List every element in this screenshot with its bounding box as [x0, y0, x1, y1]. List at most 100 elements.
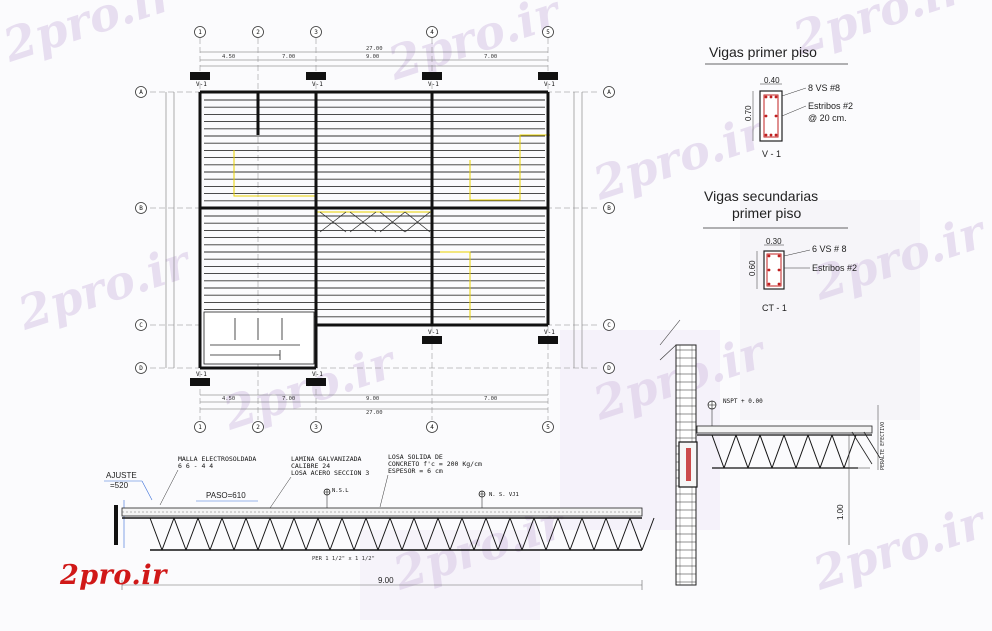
truss-diagonal	[293, 517, 307, 551]
truss-diagonal	[353, 517, 367, 551]
beam-ct1-tag: CT - 1	[762, 303, 787, 313]
column-caps	[190, 72, 558, 386]
dim-span: 7.00	[484, 54, 497, 60]
truss-diagonal	[473, 517, 487, 551]
beam-tags: V-1 V-1 V-1 V-1 V-1 V-1 V-1 V-1	[196, 81, 555, 378]
stirrup-shape	[766, 253, 782, 287]
dim-span: 7.00	[484, 396, 497, 402]
beam-ct1-height: 0.60	[748, 260, 757, 276]
truss-diagonal	[425, 517, 439, 551]
grid-label: C	[139, 322, 143, 329]
nspt-level: NSPT + 0.00	[723, 398, 763, 405]
truss-web	[149, 517, 655, 551]
mesh-label-1: MALLA ELECTROSOLDADA	[178, 455, 256, 463]
main-beams	[198, 90, 550, 370]
x-bracing	[319, 211, 431, 233]
beam-ct1-section	[763, 250, 785, 290]
truss-diagonal	[629, 517, 643, 551]
truss-diagonal	[795, 434, 809, 469]
detail-truss-web	[711, 434, 857, 469]
dim-total: 27.00	[366, 46, 383, 52]
detail-slab	[696, 425, 873, 434]
joist-lines	[204, 99, 545, 318]
floor-plan: 27.00 4.50 7.00 9.00 7.00 4.50 7.00 9.00…	[135, 26, 615, 433]
beam-ct1-bars: 6 VS # 8	[812, 244, 847, 254]
truss-diagonal	[605, 517, 619, 551]
truss-diagonal	[723, 434, 737, 469]
truss-diagonal	[771, 434, 785, 469]
grid-label: B	[139, 205, 143, 212]
truss-diagonal	[257, 517, 271, 551]
truss-diagonal	[209, 517, 223, 551]
site-logo: 2pro.ir	[60, 560, 167, 591]
level-nsvj1: N. S. VJ1	[489, 492, 519, 498]
truss-diagonal	[329, 517, 343, 551]
grid-label: B	[607, 205, 611, 212]
truss-diagonal	[711, 434, 725, 469]
truss-diagonal	[269, 517, 283, 551]
level-markers: N.S.L N. S. VJ1	[323, 488, 519, 508]
beam-tag: V-1	[312, 81, 323, 88]
truss-diagonal	[831, 434, 845, 469]
rebar-dots	[764, 95, 778, 137]
truss-diagonal	[149, 517, 163, 551]
dim-total: 27.00	[366, 410, 383, 416]
grid-label: A	[607, 89, 611, 96]
truss-diagonal	[747, 434, 761, 469]
grid-label: 4	[430, 29, 434, 36]
side-dimension-lines	[165, 92, 583, 368]
per-label: PER 1 1/2" x 1 1/2"	[312, 556, 375, 562]
beam-v1-detail: Vigas primer piso 0.40 0.70 8 VS #8 Estr…	[705, 44, 853, 159]
beam-tag: V-1	[428, 81, 439, 88]
ajuste-value: =520	[110, 481, 129, 490]
truss-diagonal	[557, 517, 571, 551]
detail-height: 1.00	[836, 504, 845, 520]
truss-diagonal	[641, 517, 655, 551]
beam-ct1-stirrups: Estribos #2	[812, 263, 857, 273]
dim-span: 9.00	[366, 396, 379, 402]
grid-label: 5	[546, 29, 550, 36]
deck-label-1: LAMINA GALVANIZADA	[291, 455, 362, 463]
truss-diagonal	[245, 517, 259, 551]
truss-diagonal	[449, 517, 463, 551]
truss-diagonal	[233, 517, 247, 551]
beam-tag: V-1	[544, 329, 555, 336]
beam-ct1-title-1: Vigas secundarias	[704, 188, 818, 204]
truss-diagonal	[593, 517, 607, 551]
truss-diagonal	[305, 517, 319, 551]
stirrup-shape	[763, 94, 779, 138]
mesh-label-2: 6 6 - 4 4	[178, 462, 213, 470]
beam-v1-spacing: @ 20 cm.	[808, 113, 847, 123]
rebar-dots	[767, 254, 781, 286]
grid-label: 5	[546, 424, 550, 431]
beam-ct1-title-2: primer piso	[732, 205, 801, 221]
beam-ct1-width: 0.30	[766, 237, 782, 246]
dim-span: 7.00	[282, 396, 295, 402]
stair-area	[203, 311, 315, 365]
truss-diagonal	[317, 517, 331, 551]
detail-vertical-label: PERALTE EFECTIVO	[880, 422, 886, 470]
truss-diagonal	[197, 517, 211, 551]
beam-v1-width: 0.40	[764, 76, 780, 85]
truss-diagonal	[437, 517, 451, 551]
deck-label-3: LOSA ACERO SECCION 3	[291, 469, 369, 477]
beam-tag: V-1	[312, 371, 323, 378]
truss-diagonal	[221, 517, 235, 551]
truss-diagonal	[783, 434, 797, 469]
end-plate	[114, 505, 118, 545]
grid-label: A	[139, 89, 143, 96]
dim-span: 7.00	[282, 54, 295, 60]
beam-v1-stirrups: Estribos #2	[808, 101, 853, 111]
truss-diagonal	[819, 434, 833, 469]
truss-diagonal	[807, 434, 821, 469]
slab-label-3: ESPESOR = 6 cm	[388, 467, 443, 475]
dim-span: 4.50	[222, 396, 235, 402]
truss-diagonal	[617, 517, 631, 551]
beam-v1-bars: 8 VS #8	[808, 83, 840, 93]
top-dimension-text: 27.00 4.50 7.00 9.00 7.00	[222, 46, 497, 60]
grid-label: 4	[430, 424, 434, 431]
callout-leaders	[159, 469, 389, 509]
beam-v1-title: Vigas primer piso	[709, 44, 817, 60]
grid-bubbles	[135, 26, 615, 433]
